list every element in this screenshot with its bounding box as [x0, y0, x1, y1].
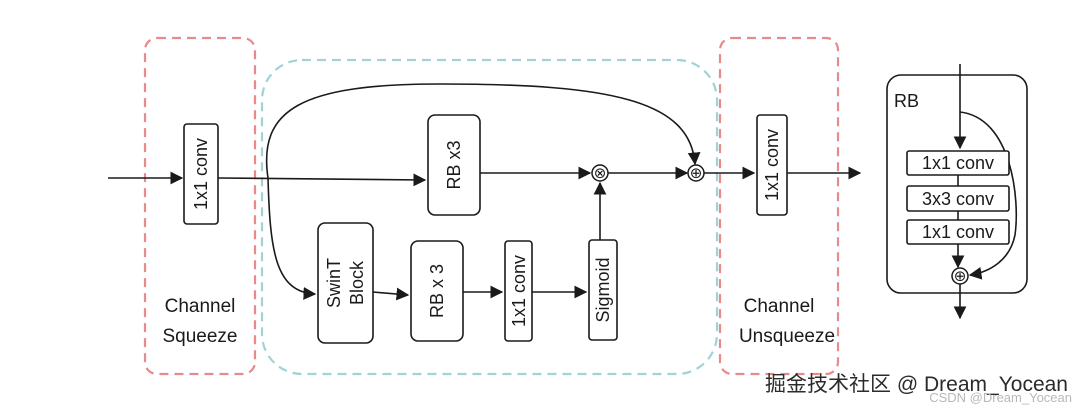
channel-squeeze-region	[143, 36, 257, 376]
add-symbol: ⊕	[690, 165, 703, 182]
squeeze-label-line2: Squeeze	[162, 326, 237, 347]
rb-x3-top-box	[427, 114, 481, 216]
swint-to-rb-bottom	[372, 287, 410, 301]
conv-bottom-label: 1x1 conv	[509, 255, 529, 327]
unsqueeze-conv-box	[756, 114, 788, 216]
swint-label-line1: SwinT	[324, 258, 344, 308]
rb-detail-skip	[959, 111, 1018, 280]
swint-label-line2: Block	[347, 260, 367, 305]
squeeze-conv-box	[183, 123, 219, 225]
unsqueeze-label-line2: Unsqueeze	[739, 326, 835, 347]
attention-region	[260, 58, 719, 376]
unsqueeze-label-line1: Channel	[744, 296, 815, 317]
rb-detail-add-symbol: ⊕	[954, 268, 967, 285]
branch-to-swint	[267, 177, 317, 300]
sigmoid-box	[588, 239, 618, 341]
rb-detail-conv3-label: 1x1 conv	[922, 222, 994, 242]
unsqueeze-conv-label: 1x1 conv	[762, 129, 782, 201]
squeeze-label-line1: Channel	[165, 296, 236, 317]
rb-detail-conv2-label: 3x3 conv	[922, 189, 994, 209]
main-to-rb-top	[217, 173, 427, 187]
rb-detail-title: RB	[894, 91, 919, 111]
swint-block-box	[317, 222, 374, 344]
squeeze-conv-label: 1x1 conv	[191, 138, 211, 210]
multiply-symbol: ⊗	[594, 165, 607, 182]
skip-connection	[265, 83, 701, 179]
watermark-faint: CSDN @Dream_Yocean	[929, 390, 1072, 405]
sigmoid-label: Sigmoid	[593, 257, 613, 322]
rb-x3-top-label: RB x3	[444, 140, 464, 189]
rb-x3-bottom-box	[410, 240, 464, 342]
channel-unsqueeze-region	[718, 36, 840, 376]
rb-detail-conv1-label: 1x1 conv	[922, 153, 994, 173]
conv-bottom-box	[504, 240, 533, 342]
watermark-main: 掘金技术社区 @ Dream_Yocean	[765, 373, 1068, 396]
rb-x3-bottom-label: RB x 3	[427, 264, 447, 318]
